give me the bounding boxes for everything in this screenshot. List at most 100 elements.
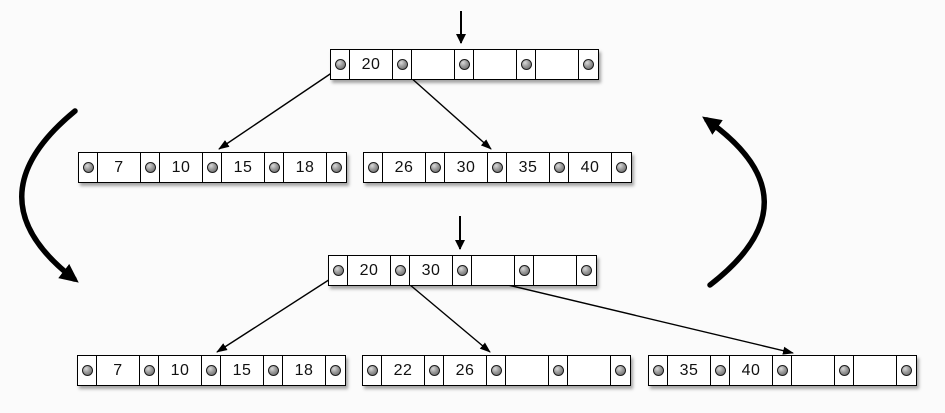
pointer-cell <box>577 256 596 285</box>
pointer-cell <box>611 356 630 385</box>
key-cell: 15 <box>222 153 265 182</box>
key-cell: 22 <box>382 356 425 385</box>
key-cell: 7 <box>98 153 141 182</box>
pointer-dot-icon <box>901 365 912 376</box>
pointer-cell <box>141 153 160 182</box>
key-cell: 30 <box>445 153 488 182</box>
pointer-dot-icon <box>82 162 94 173</box>
pointer-dot-icon <box>144 162 156 173</box>
key-cell: 30 <box>410 256 453 285</box>
pointer-dot-icon <box>652 365 664 376</box>
pointer-cell <box>79 153 98 182</box>
pointer-cell <box>425 356 444 385</box>
pointer-cell <box>140 356 159 385</box>
edge-arrow-bottom-root-to-bottom-child-left <box>216 273 339 353</box>
pointer-dot-icon <box>458 59 470 70</box>
pointer-cell <box>487 356 506 385</box>
pointer-dot-icon <box>776 365 788 376</box>
pointer-cell <box>203 153 222 182</box>
key-cell: 20 <box>348 256 391 285</box>
pointer-dot-icon <box>330 365 341 376</box>
pointer-cell <box>488 153 507 182</box>
btree-node-top-root: 20 <box>330 49 599 80</box>
pointer-dot-icon <box>334 59 346 70</box>
pointer-cell <box>550 153 569 182</box>
pointer-dot-icon <box>520 59 532 70</box>
key-cell <box>854 356 897 385</box>
key-cell: 40 <box>569 153 612 182</box>
key-cell: 18 <box>283 356 326 385</box>
pointer-dot-icon <box>581 265 592 276</box>
curved-arrow-up-right-icon <box>702 116 767 288</box>
pointer-cell <box>426 153 445 182</box>
pointer-dot-icon <box>583 59 594 70</box>
pointer-dot-icon <box>838 365 850 376</box>
pointer-cell <box>649 356 668 385</box>
key-cell: 10 <box>160 153 203 182</box>
pointer-dot-icon <box>81 365 93 376</box>
pointer-dot-icon <box>268 162 280 173</box>
key-cell: 40 <box>730 356 773 385</box>
pointer-cell <box>453 256 472 285</box>
key-cell: 26 <box>444 356 487 385</box>
pointer-dot-icon <box>518 265 530 276</box>
pointer-cell <box>711 356 730 385</box>
pointer-cell <box>455 50 474 79</box>
key-cell <box>412 50 455 79</box>
pointer-cell <box>773 356 792 385</box>
pointer-dot-icon <box>332 265 344 276</box>
pointer-cell <box>363 356 382 385</box>
pointer-cell <box>326 356 345 385</box>
pointer-dot-icon <box>553 162 565 173</box>
pointer-dot-icon <box>331 162 342 173</box>
pointer-dot-icon <box>616 162 627 173</box>
key-cell <box>534 256 577 285</box>
pointer-dot-icon <box>143 365 155 376</box>
key-cell <box>506 356 549 385</box>
pointer-cell <box>202 356 221 385</box>
pointer-dot-icon <box>206 162 218 173</box>
pointer-dot-icon <box>615 365 626 376</box>
key-cell <box>792 356 835 385</box>
key-cell <box>536 50 579 79</box>
pointer-cell <box>264 356 283 385</box>
pointer-cell <box>331 50 350 79</box>
btree-node-bottom-child-middle: 22 26 <box>362 355 631 386</box>
pointer-dot-icon <box>267 365 279 376</box>
pointer-cell <box>329 256 348 285</box>
pointer-dot-icon <box>205 365 217 376</box>
edge-arrow-top-root-to-top-child-left <box>218 67 340 150</box>
pointer-dot-icon <box>714 365 726 376</box>
pointer-dot-icon <box>491 162 503 173</box>
pointer-cell <box>517 50 536 79</box>
pointer-dot-icon <box>490 365 502 376</box>
pointer-dot-icon <box>428 365 440 376</box>
btree-node-bottom-child-right: 35 40 <box>648 355 917 386</box>
key-cell <box>568 356 611 385</box>
pointer-cell <box>835 356 854 385</box>
pointer-dot-icon <box>396 59 408 70</box>
pointer-cell <box>579 50 598 79</box>
pointer-dot-icon <box>367 162 379 173</box>
pointer-cell <box>515 256 534 285</box>
pointer-dot-icon <box>456 265 468 276</box>
key-cell: 10 <box>159 356 202 385</box>
pointer-cell <box>391 256 410 285</box>
curved-arrow-down-left-icon <box>19 108 79 283</box>
btree-node-bottom-child-left: 7 10 15 18 <box>77 355 346 386</box>
pointer-cell <box>897 356 916 385</box>
pointer-cell <box>78 356 97 385</box>
key-cell: 35 <box>668 356 711 385</box>
key-cell <box>472 256 515 285</box>
key-cell: 35 <box>507 153 550 182</box>
key-cell: 15 <box>221 356 264 385</box>
key-cell: 7 <box>97 356 140 385</box>
pointer-cell <box>612 153 631 182</box>
pointer-dot-icon <box>394 265 406 276</box>
pointer-dot-icon <box>429 162 441 173</box>
pointer-dot-icon <box>366 365 378 376</box>
